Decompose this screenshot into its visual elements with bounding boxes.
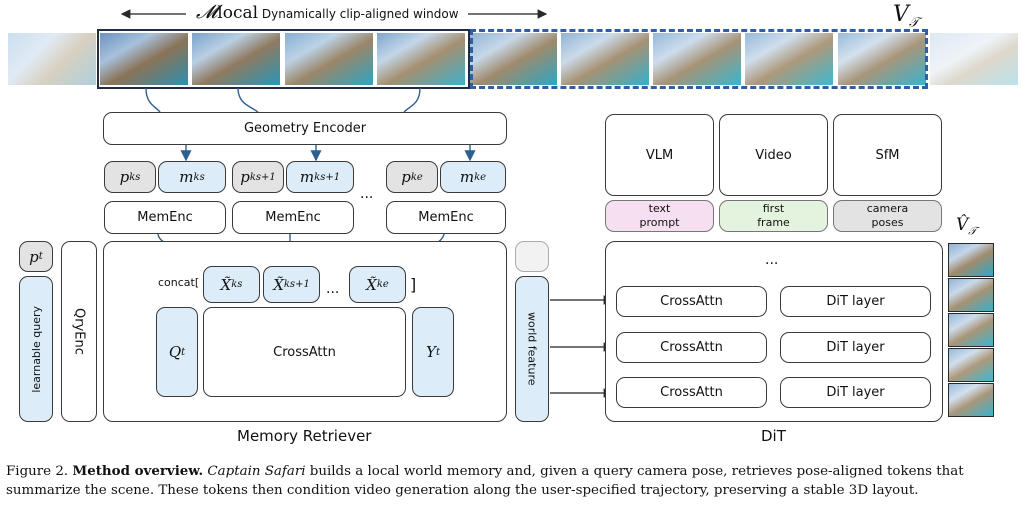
x-ks: X̃ks (203, 266, 260, 303)
dit-crossattn-3: CrossAttn (616, 377, 767, 408)
window-description: Dynamically clip-aligned window (261, 7, 459, 21)
video-label: V𝒯 (893, 2, 919, 30)
output-frame-1 (948, 243, 994, 277)
cond-vlm: VLM (605, 114, 714, 196)
world-feature: world feature (515, 276, 549, 422)
qryenc: QryEnc (61, 241, 97, 422)
geometry-encoder-label: Geometry Encoder (243, 121, 367, 136)
frame-3 (285, 33, 373, 85)
m-local-symbol: 𝓜 (196, 1, 218, 23)
crossattn-retriever: CrossAttn (203, 307, 406, 397)
memenc-2: MemEnc (232, 201, 354, 234)
caption-italic: Captain Safari (207, 464, 306, 479)
concat-label: concat[ (158, 276, 199, 289)
local-window-label: 𝓜local Dynamically clip-aligned window (196, 1, 459, 23)
dit-title: DiT (761, 427, 786, 445)
memenc-1: MemEnc (104, 201, 226, 234)
frame-0 (8, 33, 96, 85)
frame-8 (745, 33, 833, 85)
caption-rest: builds a local world memory and, given a… (6, 464, 964, 498)
frame-5 (469, 33, 557, 85)
output-frame-5 (948, 383, 994, 417)
world-feature-token (515, 241, 549, 272)
frame-4 (377, 33, 465, 85)
frame-10 (930, 33, 1018, 85)
local-window-outline (97, 29, 470, 89)
cond-sfm: SfM (833, 114, 942, 196)
dit-layer-3: DiT layer (780, 377, 931, 408)
input-text-prompt: text prompt (605, 200, 714, 232)
memenc-3: MemEnc (386, 201, 506, 234)
pairs-ellipsis: ... (360, 186, 374, 202)
output-video-label: V̂𝒯 (956, 215, 977, 238)
output-frame-2 (948, 278, 994, 312)
cond-video: Video (719, 114, 828, 196)
frame-6 (561, 33, 649, 85)
qryenc-label: QryEnc (71, 308, 87, 355)
x-ellipsis: ... (326, 281, 340, 297)
close-bracket: ] (410, 275, 417, 294)
caption-bold: Method overview. (72, 463, 204, 479)
input-camera-poses: camera poses (833, 200, 942, 232)
m-local-sub: local (217, 3, 259, 23)
concat-text: concat[ (158, 276, 200, 289)
frame-9 (838, 33, 926, 85)
caption-prefix: Figure 2. (6, 464, 69, 479)
dit-layer-1: DiT layer (780, 286, 931, 317)
output-frame-4 (948, 348, 994, 382)
figure-caption: Figure 2. Method overview. Captain Safar… (6, 462, 1021, 500)
world-feature-label: world feature (525, 312, 539, 386)
learnable-query-label: learnable query (29, 305, 43, 393)
video-sub: 𝒯 (908, 15, 919, 31)
learnable-query: learnable query (19, 276, 53, 422)
frame-2 (192, 33, 280, 85)
frame-7 (653, 33, 741, 85)
video-window-outline (470, 29, 928, 89)
dit-layer-2: DiT layer (780, 332, 931, 363)
frame-1 (100, 33, 188, 85)
memory-retriever-title: Memory Retriever (237, 427, 372, 445)
geometry-encoder: Geometry Encoder (103, 112, 507, 145)
dit-ellipsis: ... (765, 252, 779, 268)
dit-crossattn-2: CrossAttn (616, 332, 767, 363)
output-frame-3 (948, 313, 994, 347)
x-ks1: X̃ks+1 (263, 266, 320, 303)
video-symbol: V (893, 2, 909, 27)
input-first-frame: first frame (719, 200, 828, 232)
dit-crossattn-1: CrossAttn (616, 286, 767, 317)
x-ke: X̃ke (349, 266, 406, 303)
